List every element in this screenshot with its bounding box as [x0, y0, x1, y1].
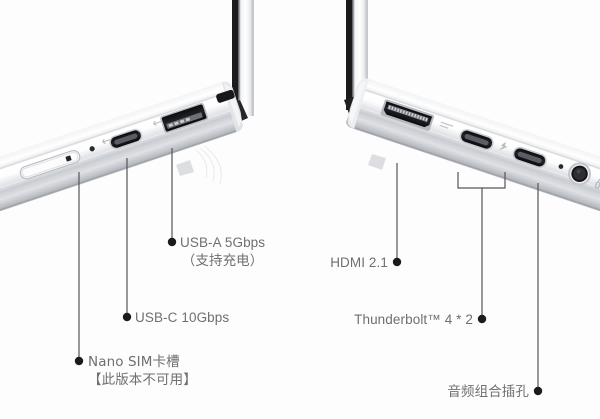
- leader-dot-audio: [533, 386, 543, 396]
- vent-slot-icon: [216, 89, 235, 103]
- laptop-left-reflection: [195, 145, 222, 185]
- sim-tray-icon: [19, 150, 81, 180]
- callout-usb-c-line1: USB-C 10Gbps: [135, 310, 230, 325]
- leader-dot-usb-c: [122, 312, 132, 322]
- callout-usb-a-line2: （支持充电）: [181, 253, 264, 270]
- sim-eject-pinhole-icon: [89, 146, 95, 152]
- callout-thunderbolt: Thunderbolt™ 4 * 2: [266, 311, 473, 329]
- callout-hdmi-line1: HDMI 2.1: [330, 255, 388, 270]
- laptop-right: [344, 0, 600, 220]
- callout-usb-c: USB-C 10Gbps: [135, 309, 229, 327]
- usb-c-port-icon: [459, 129, 494, 151]
- laptop-left-foot: [176, 160, 194, 176]
- leader-dots: [74, 237, 543, 396]
- callout-audio-line1: 音频组合插孔: [447, 384, 529, 400]
- laptop-left: [0, 0, 254, 220]
- status-led-icon: [558, 164, 564, 169]
- usb-c-port-icon: [512, 146, 547, 168]
- laptop-right-body: [345, 78, 600, 220]
- callout-usb-a-line1: USB-A 5Gbps: [180, 235, 266, 250]
- callout-audio: 音频组合插孔: [346, 383, 529, 401]
- callout-thunderbolt-line1: Thunderbolt™ 4 * 2: [354, 312, 473, 327]
- laptop-right-foot: [368, 154, 386, 170]
- headphone-icon: [594, 177, 600, 189]
- leader-dot-hdmi: [392, 257, 402, 267]
- headphone-jack-icon: [568, 162, 592, 186]
- callout-nano-sim-line1: Nano SIM卡槽: [88, 354, 180, 370]
- callout-hdmi: HDMI 2.1: [216, 254, 388, 272]
- leader-lines: [78, 148, 539, 391]
- callout-nano-sim-line2: 【此版本不可用】: [88, 372, 197, 389]
- leader-dot-usb-a: [167, 237, 177, 247]
- callout-nano-sim: Nano SIM卡槽 【此版本不可用】: [88, 353, 197, 389]
- leader-dot-nano-sim: [74, 356, 84, 366]
- usb-a-port-icon: [160, 102, 209, 134]
- callout-usb-a: USB-A 5Gbps （支持充电）: [180, 234, 265, 270]
- laptop-left-body: [0, 81, 243, 220]
- leader-dot-thunderbolt: [477, 314, 487, 324]
- usb-c-port-icon: [109, 128, 143, 150]
- thunderbolt-marking-icon: [498, 141, 508, 151]
- hdmi-marking-icon: [439, 121, 454, 129]
- hdmi-port-icon: [380, 99, 435, 131]
